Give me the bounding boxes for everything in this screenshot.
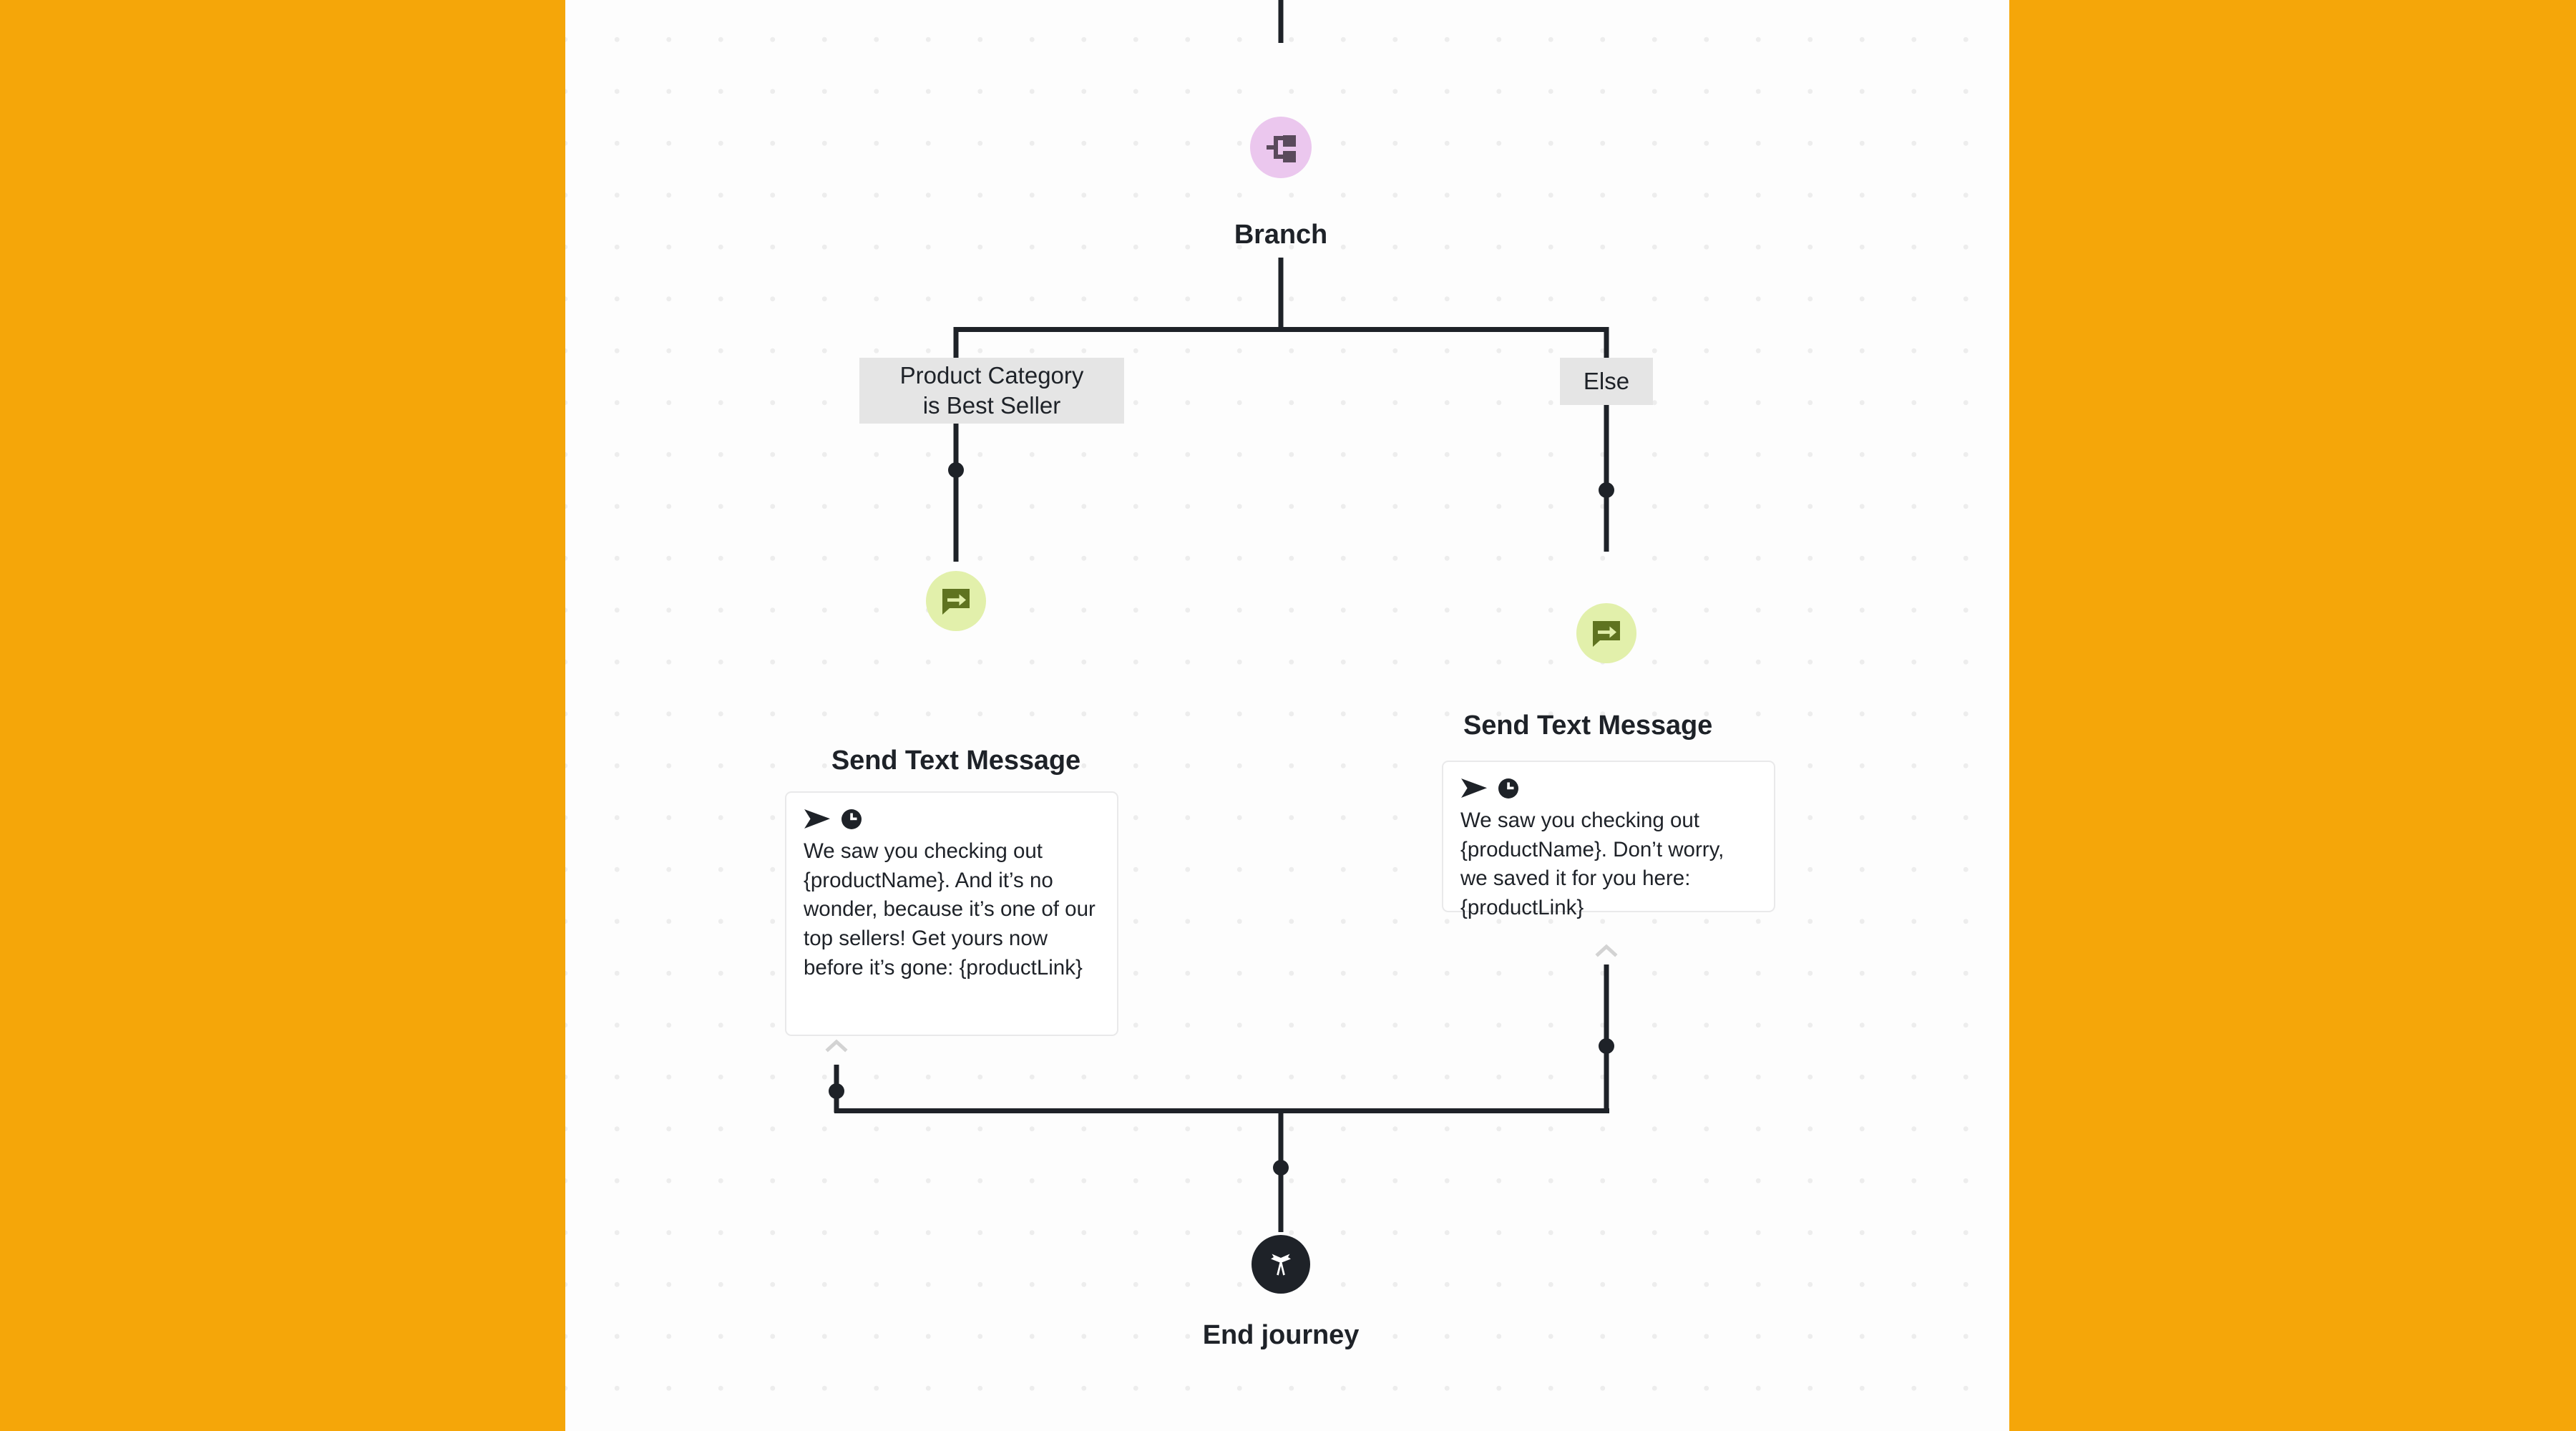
connector-dot-left-merge[interactable] bbox=[829, 1083, 844, 1099]
branch-node[interactable] bbox=[1250, 117, 1312, 178]
crossed-flags-icon bbox=[1263, 1246, 1299, 1282]
connector-dot-right-branch[interactable] bbox=[1599, 482, 1614, 498]
message-node-left-title: Send Text Message bbox=[831, 746, 1081, 776]
message-card-right-icons bbox=[1460, 778, 1757, 799]
condition-pill-best-seller[interactable]: Product Category is Best Seller bbox=[859, 358, 1124, 424]
connector-split-right-drop bbox=[1604, 327, 1609, 361]
end-journey-node-title: End journey bbox=[1202, 1320, 1360, 1350]
message-card-right[interactable]: We saw you checking out {productName}. D… bbox=[1442, 761, 1775, 919]
message-node-right[interactable] bbox=[1576, 603, 1636, 663]
send-message-icon bbox=[1590, 617, 1623, 650]
send-icon bbox=[804, 809, 831, 830]
branch-node-title: Branch bbox=[1234, 220, 1328, 250]
end-journey-node[interactable] bbox=[1252, 1235, 1310, 1294]
condition-pill-line-1: Product Category bbox=[899, 362, 1084, 389]
send-message-icon bbox=[940, 585, 972, 617]
journey-canvas[interactable]: Branch Product Category is Best Seller E… bbox=[565, 0, 2009, 1431]
message-node-right-title: Send Text Message bbox=[1463, 710, 1713, 741]
connector-split-left-drop bbox=[953, 327, 959, 361]
connector-dot-end[interactable] bbox=[1273, 1160, 1289, 1176]
connector-split-bar bbox=[954, 327, 1609, 332]
connector-left-pill-to-node bbox=[953, 424, 959, 562]
send-icon bbox=[1460, 778, 1488, 799]
clock-icon bbox=[841, 809, 862, 830]
connector-dot-right-merge[interactable] bbox=[1599, 1038, 1614, 1054]
clock-icon bbox=[1498, 778, 1519, 799]
collapse-caret-left[interactable] bbox=[824, 1035, 849, 1059]
message-card-left-text: We saw you checking out {productName}. A… bbox=[804, 839, 1102, 980]
collapse-caret-right[interactable] bbox=[1594, 939, 1619, 964]
message-node-left[interactable] bbox=[926, 571, 986, 631]
condition-pill-line-2: is Best Seller bbox=[922, 392, 1061, 419]
connector-branch-to-split bbox=[1278, 258, 1284, 332]
message-card-left-icons bbox=[804, 809, 1100, 830]
connector-merge-bar bbox=[834, 1108, 1609, 1113]
connector-trunk-top bbox=[1278, 0, 1284, 43]
connector-dot-left-branch[interactable] bbox=[948, 462, 964, 478]
branch-icon bbox=[1264, 130, 1298, 165]
condition-pill-label: Else bbox=[1583, 368, 1630, 395]
message-card-right-text: We saw you checking out {productName}. D… bbox=[1460, 809, 1730, 920]
message-card-left[interactable]: We saw you checking out {productName}. A… bbox=[785, 791, 1118, 1036]
condition-pill-else[interactable]: Else bbox=[1560, 358, 1653, 405]
connector-right-pill-to-node bbox=[1604, 405, 1609, 552]
